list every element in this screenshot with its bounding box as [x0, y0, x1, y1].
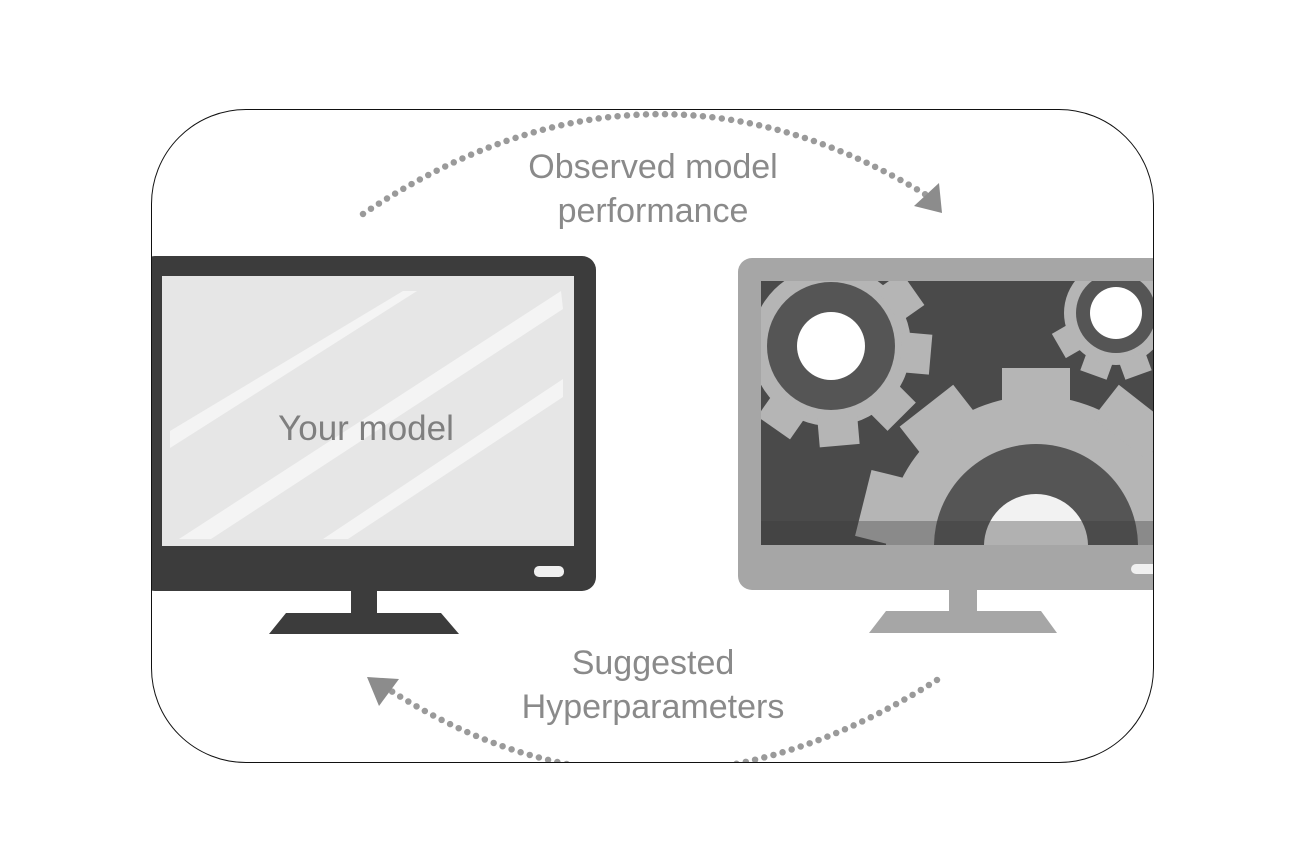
your-model-label: Your model [278, 409, 454, 448]
diagram-card: Your model Observed model performance Su… [151, 109, 1154, 763]
suggested-hyperparameters-line2: Hyperparameters [521, 688, 785, 726]
suggested-hyperparameters-label: Suggested Hyperparameters [453, 641, 853, 729]
left-monitor-icon [152, 256, 596, 634]
suggested-hyperparameters-line1: Suggested [571, 644, 735, 682]
observed-performance-line2: performance [557, 192, 749, 230]
bottom-dotted-arrow-icon [367, 676, 941, 762]
right-monitor-icon [738, 258, 1153, 633]
gears-icon [761, 281, 1153, 545]
observed-performance-label: Observed model performance [453, 145, 853, 233]
top-dotted-arrow-icon [359, 111, 942, 218]
observed-performance-line1: Observed model [528, 148, 778, 186]
diagram-graphics [152, 111, 1153, 762]
